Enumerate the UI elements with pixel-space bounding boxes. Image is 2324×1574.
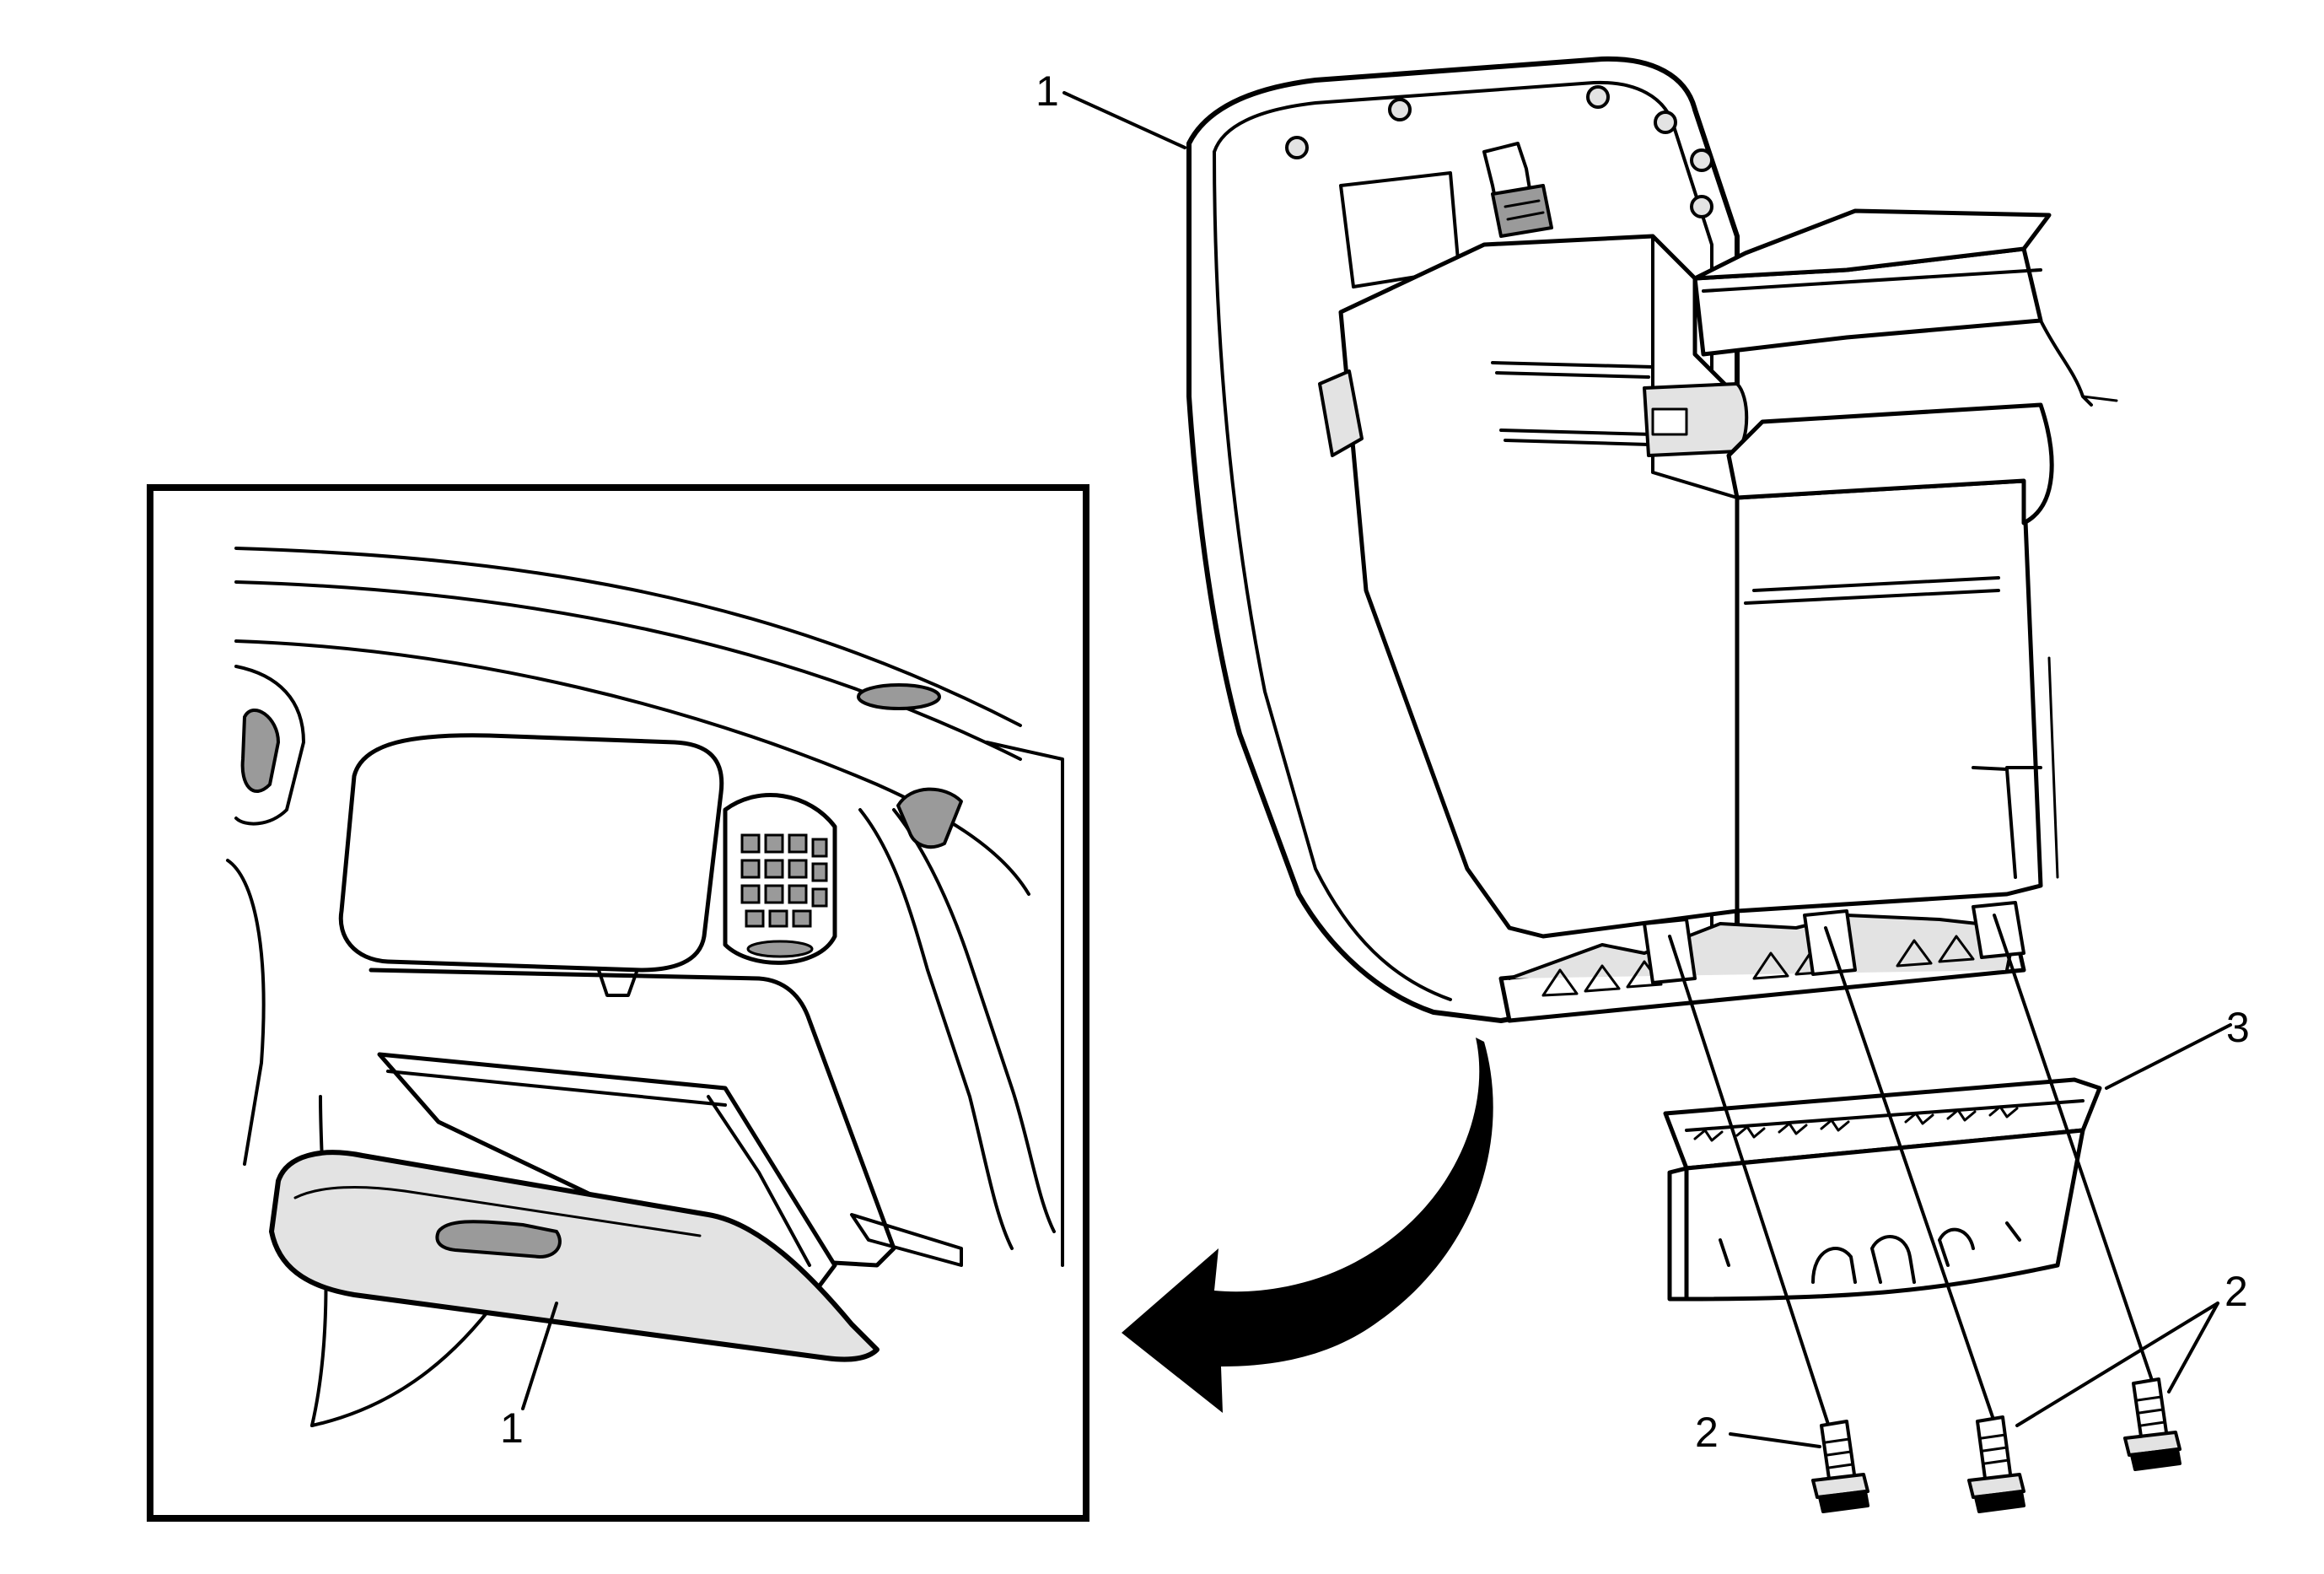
side-latch-tab [1318,369,1364,457]
bin-front-edge [1651,234,1739,499]
dash-crown [234,639,1030,896]
upper-duct [1692,208,2118,407]
bolt-leader-left [1729,1432,1821,1448]
main-callout-1: 1 [1036,67,1059,115]
hinge-strip [1498,901,2026,1023]
bolt-callout-right: 2 [2224,1268,2248,1315]
inset-frame [147,484,1089,1522]
glove-box-door-inset [269,1052,880,1362]
bin-slot-lower [1499,429,1654,446]
bracket-spring-slots [1811,1227,1975,1284]
bolt-leader-right-a [2015,1302,2219,1427]
bolt-leader-right-b [2167,1302,2219,1393]
bolt-left [1811,1420,1869,1513]
damper-cylinder [1643,382,1749,457]
bolt-right [2123,1377,2181,1471]
side-vent [896,787,963,849]
bracket-teeth [1693,1105,2019,1142]
left-trim [234,665,305,826]
dash-top-contour [234,547,1022,727]
damper-bracket: 3 [1663,1004,2250,1302]
bolt-callout-left: 2 [1695,1409,1719,1456]
latch-striker [597,968,638,997]
inset-leader-1 [521,1302,558,1410]
bolt-middle [1967,1415,2025,1513]
inset-callout-1: 1 [500,1404,524,1452]
passenger-air-vent [723,793,837,965]
dash-top-contour-2 [234,580,1022,761]
inset-panel: 1 [147,484,1089,1522]
speaker-grille [857,683,941,710]
door-handle [435,1220,562,1259]
main-leader-1 [1062,91,1186,149]
bin-slot-upper [1491,361,1654,379]
pillar-contour [985,741,1064,1267]
bracket-leader-3 [2105,1023,2232,1090]
hinge-bracket [850,1213,963,1267]
glove-box-opening [369,968,896,1268]
rear-lower-box [1726,402,2059,914]
door-edge [858,808,1014,1250]
left-vent [240,709,280,793]
curved-arrow-icon [1122,1038,1493,1413]
lower-dash [226,859,266,1166]
knee-contour-2 [310,1297,499,1427]
airbag-panel [338,733,724,973]
door-inner-rim-2 [1213,150,1452,1001]
bracket-callout-3: 3 [2226,1004,2250,1051]
lamp-connector [1482,142,1553,238]
glove-box-assembly: 1 [1036,56,2118,1023]
door-edge-2 [892,808,1056,1233]
alignment-lines [1668,914,2160,1448]
